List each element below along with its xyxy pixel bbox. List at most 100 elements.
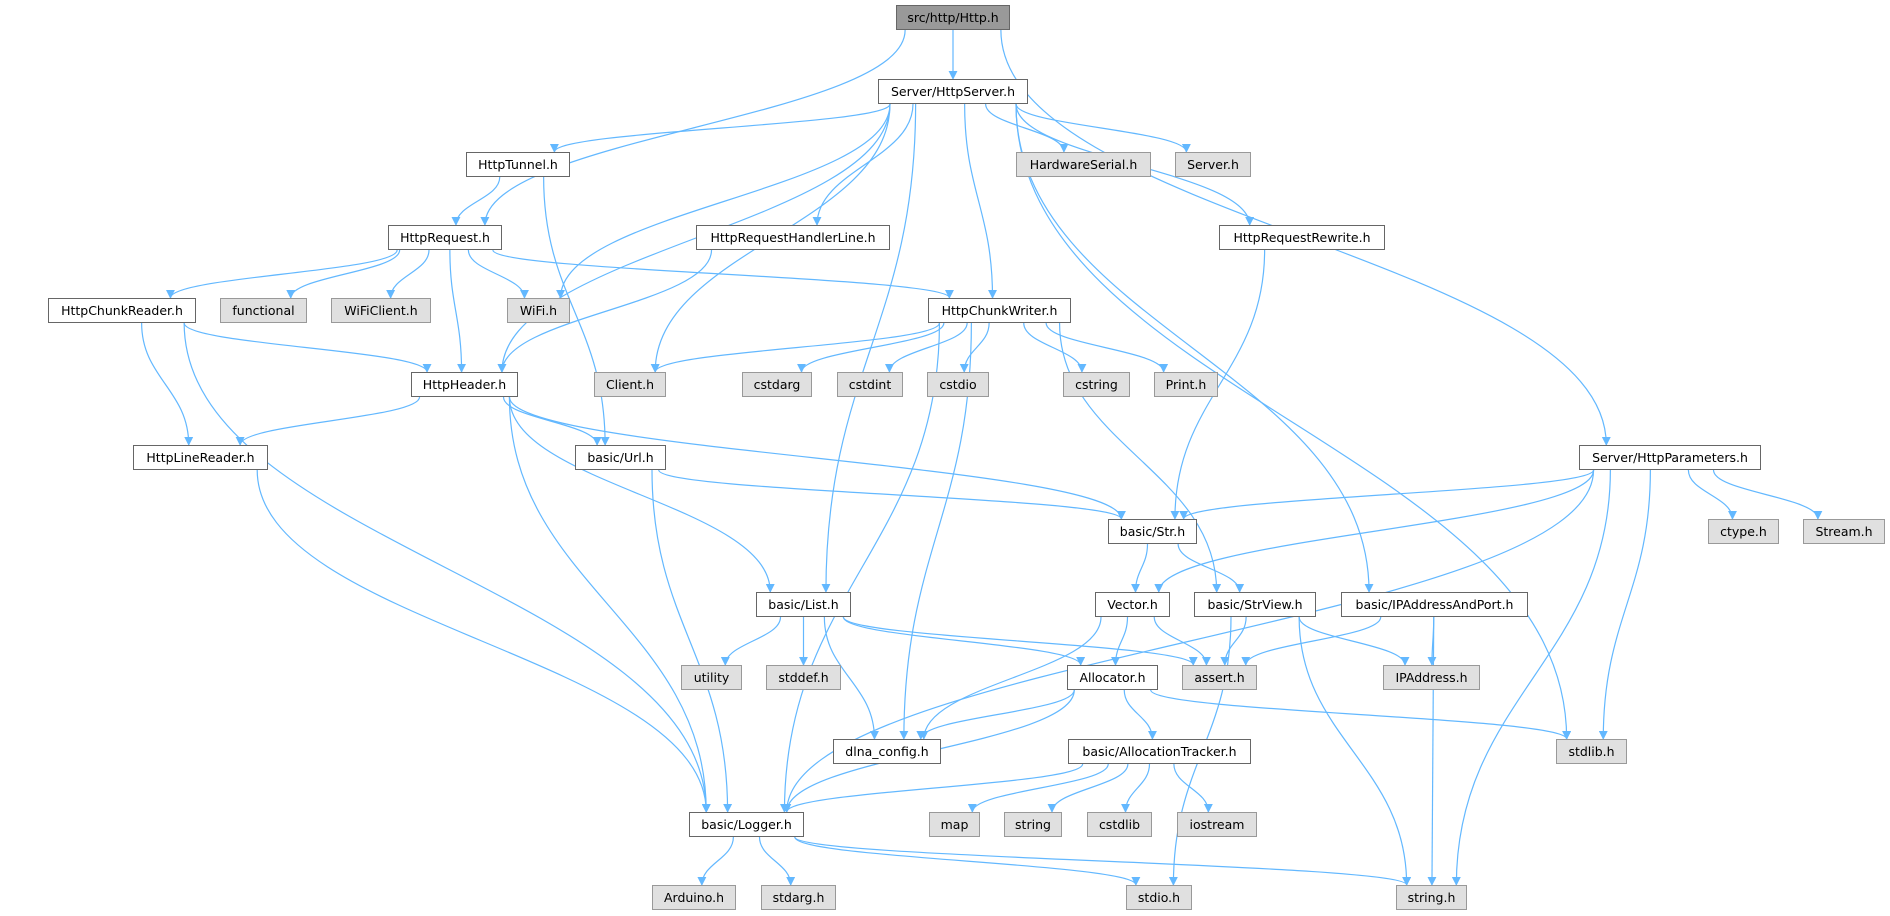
node-utility: utility [681,665,742,690]
edge-basic-list-h-to-allocator-h [842,616,1086,666]
edge-httpchunkwriter-h-to-print-h [1045,322,1169,373]
node-allocator-h[interactable]: Allocator.h [1067,665,1158,690]
edge-httptunnel-h-to-basic-url-h [543,176,610,446]
node-hardwareserial-h: HardwareSerial.h [1016,152,1151,177]
node-httprequesthandlerline-h[interactable]: HttpRequestHandlerLine.h [696,225,890,250]
node-basic-str-h[interactable]: basic/Str.h [1108,519,1197,544]
node-basic-ipaddressandport-h[interactable]: basic/IPAddressAndPort.h [1341,592,1528,617]
edge-basic-list-h-to-dlna-config-h [823,616,879,740]
node-stdio-h: stdio.h [1126,885,1192,910]
edge-allocator-h-to-stdlib-h [1150,689,1571,740]
node-httprequest-h[interactable]: HttpRequest.h [388,225,502,250]
node-basic-strview-h[interactable]: basic/StrView.h [1194,592,1316,617]
edge-basic-logger-h-to-arduino-h [697,836,734,886]
node-cstring: cstring [1063,372,1130,397]
node-stream-h: Stream.h [1803,519,1885,544]
node-ipaddress-h: IPAddress.h [1383,665,1480,690]
edge-httpchunkreader-h-to-basic-logger-h [183,322,711,813]
node-basic-list-h[interactable]: basic/List.h [756,592,851,617]
edge-basic-str-h-to-basic-strview-h [1177,543,1245,593]
edge-basic-logger-h-to-stdio-h [794,836,1141,886]
edge-vector-h-to-assert-h [1153,616,1211,666]
node-functional: functional [220,298,307,323]
edge-httpchunkwriter-h-to-cstdarg [797,322,945,373]
edge-basic-logger-h-to-stdarg-h [758,836,796,886]
node-cstdint: cstdint [837,372,903,397]
edge-server-httpserver-h-to-httpheader-h [497,103,891,373]
node-stdarg-h: stdarg.h [761,885,836,910]
edge-httpheader-h-to-httplinereader-h [235,396,421,446]
edge-httpchunkreader-h-to-httpheader-h [183,322,432,373]
node-httplinereader-h[interactable]: HttpLineReader.h [133,445,268,470]
node-httpchunkreader-h[interactable]: HttpChunkReader.h [48,298,196,323]
edge-basic-list-h-to-assert-h [842,616,1198,666]
edge-httprequest-h-to-wificlient-h [386,249,430,299]
node-server-httpparameters-h[interactable]: Server/HttpParameters.h [1579,445,1761,470]
edge-basic-str-h-to-vector-h [1131,543,1149,593]
edge-server-httpserver-h-to-basic-ipaddressandport-h [1015,103,1374,593]
edge-httpchunkwriter-h-to-basic-logger-h [779,322,941,813]
edge-httprequest-h-to-httpheader-h [449,249,467,373]
node-httpheader-h[interactable]: HttpHeader.h [411,372,518,397]
node-map: map [929,812,980,837]
edge-basic-strview-h-to-assert-h [1220,616,1247,666]
edge-httpchunkwriter-h-to-basic-strview-h [1058,322,1222,593]
edge-httplinereader-h-to-basic-logger-h [256,469,711,813]
edge-httpchunkwriter-h-to-cstdint [884,322,968,373]
edge-basic-logger-h-to-string-h [794,836,1411,886]
edge-server-httpparameters-h-to-ctype-h [1687,469,1737,520]
node-arduino-h: Arduino.h [652,885,736,910]
edge-basic-allocationtracker-h-to-cstdlib [1121,763,1151,813]
node-httprequestrewrite-h[interactable]: HttpRequestRewrite.h [1219,225,1385,250]
edge-server-httpserver-h-to-hardwareserial-h [985,103,1069,153]
edge-server-httpparameters-h-to-string-h [1451,469,1611,886]
edge-httprequesthandlerline-h-to-httpheader-h [497,249,713,373]
node-cstdio: cstdio [927,372,989,397]
edge-vector-h-to-allocator-h [1111,616,1129,666]
node-string: string [1004,812,1062,837]
edge-server-httpparameters-h-to-basic-str-h [1179,469,1595,520]
node-wificlient-h: WiFiClient.h [331,298,431,323]
node-dlna-config-h[interactable]: dlna_config.h [833,739,941,764]
node-assert-h: assert.h [1182,665,1257,690]
edge-basic-url-h-to-basic-logger-h [651,469,733,813]
edge-httpheader-h-to-basic-list-h [508,396,775,593]
edge-httprequestrewrite-h-to-basic-str-h [1170,249,1266,520]
node-cstdlib: cstdlib [1087,812,1152,837]
node-print-h: Print.h [1154,372,1218,397]
node-httptunnel-h[interactable]: HttpTunnel.h [466,152,570,177]
edge-allocator-h-to-dlna-config-h [916,689,1075,740]
edge-basic-allocationtracker-h-to-iostream [1173,763,1213,813]
edge-basic-strview-h-to-string-h [1298,616,1412,886]
node-basic-logger-h[interactable]: basic/Logger.h [689,812,804,837]
node-ctype-h: ctype.h [1708,519,1779,544]
edge-httprequest-h-to-httpchunkwriter-h [492,249,954,299]
edge-server-httpparameters-h-to-vector-h [1154,469,1595,593]
edge-httpheader-h-to-basic-logger-h [508,396,711,813]
edge-server-httpserver-h-to-httprequesthandlerline-h [812,103,914,226]
node-cstdarg: cstdarg [742,372,812,397]
edge-httpheader-h-to-basic-url-h [502,396,602,446]
node-wifi-h: WiFi.h [507,298,570,323]
edge-httpchunkreader-h-to-httplinereader-h [141,322,194,446]
edge-basic-ipaddressandport-h-to-assert-h [1241,616,1382,666]
edge-httpchunkwriter-h-to-cstdio [959,322,990,373]
edge-httptunnel-h-to-httprequest-h [451,176,501,226]
edge-basic-list-h-to-utility [720,616,782,666]
node-server-h: Server.h [1175,152,1251,177]
edge-basic-allocationtracker-h-to-map [967,763,1109,813]
node-basic-url-h[interactable]: basic/Url.h [575,445,666,470]
node-httpchunkwriter-h[interactable]: HttpChunkWriter.h [928,298,1071,323]
node-vector-h[interactable]: Vector.h [1095,592,1170,617]
node-client-h: Client.h [594,372,666,397]
edge-server-httpserver-h-to-httptunnel-h [550,103,891,153]
edge-httprequest-h-to-wifi-h [467,249,529,299]
edge-httprequest-h-to-httpchunkreader-h [166,249,398,299]
edge-server-httpserver-h-to-httpchunkwriter-h [964,103,998,299]
edge-allocator-h-to-basic-allocationtracker-h [1123,689,1157,740]
edge-basic-strview-h-to-ipaddress-h [1298,616,1410,666]
edge-server-httpserver-h-to-wifi-h [556,103,891,299]
node-basic-allocationtracker-h[interactable]: basic/AllocationTracker.h [1068,739,1251,764]
node-server-httpserver-h[interactable]: Server/HttpServer.h [878,79,1028,104]
node-stdlib-h: stdlib.h [1556,739,1627,764]
